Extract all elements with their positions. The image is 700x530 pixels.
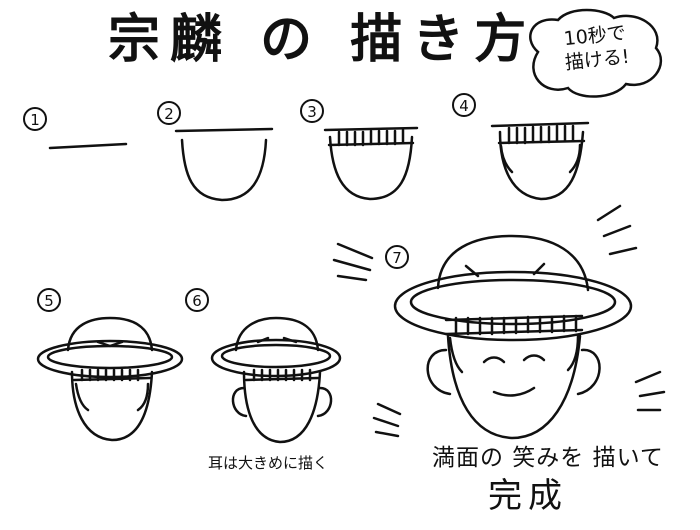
finish-note: 完成: [488, 476, 568, 516]
step-6-drawing: [210, 316, 342, 444]
number-circle-icon: [385, 245, 409, 269]
step-7-drawing: [332, 204, 666, 440]
step-4-drawing: [490, 121, 590, 201]
page-title: 宗麟 の 描き方: [108, 10, 537, 70]
ears-note: 耳は大きめに描く: [208, 454, 329, 472]
step-number-2: 2: [156, 100, 182, 127]
number-circle-icon: [23, 107, 47, 131]
step-3-drawing: [323, 126, 419, 201]
step-5-drawing: [36, 316, 184, 442]
speech-bubble: [529, 8, 663, 98]
step-number-6: 6: [184, 287, 210, 314]
step-number-7: 7: [384, 244, 410, 271]
number-circle-icon: [300, 99, 324, 123]
step-number-5: 5: [36, 287, 62, 314]
step-1-drawing: [48, 142, 128, 150]
step-number-4: 4: [451, 92, 477, 119]
number-circle-icon: [157, 101, 181, 125]
number-circle-icon: [185, 288, 209, 312]
smile-note: 満面の 笑みを 描いて: [432, 445, 664, 471]
number-circle-icon: [452, 93, 476, 117]
step-2-drawing: [174, 127, 274, 202]
step-number-1: 1: [22, 106, 48, 133]
step-number-3: 3: [299, 98, 325, 125]
number-circle-icon: [37, 288, 61, 312]
